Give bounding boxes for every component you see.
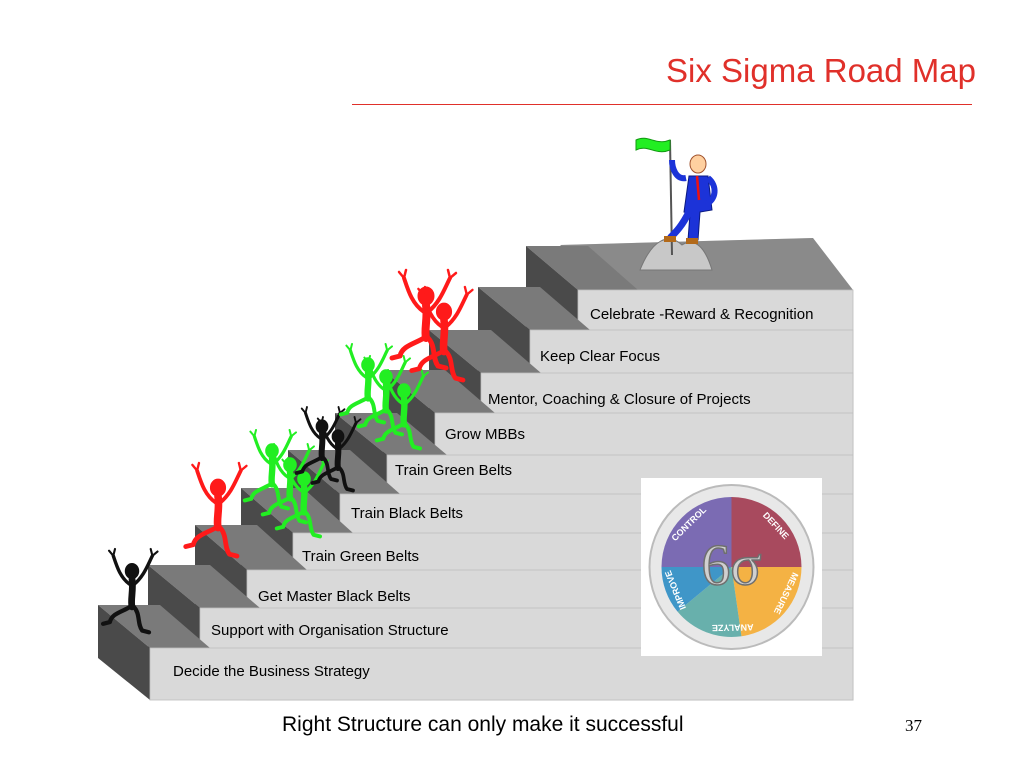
step-label: Grow MBBs xyxy=(445,426,526,443)
step-label: Support with Organisation Structure xyxy=(211,622,449,639)
badge-segment xyxy=(677,567,742,637)
badge-center-text: 6σ xyxy=(701,532,761,597)
stair-tread xyxy=(98,605,210,648)
step-label: Mentor, Coaching & Closure of Projects xyxy=(488,391,751,408)
stair-tread xyxy=(478,287,590,330)
stick-figure-icon xyxy=(409,285,474,383)
stair-tread xyxy=(383,370,495,413)
stair-side xyxy=(98,605,150,700)
step-label: Keep Clear Focus xyxy=(540,348,661,365)
badge-segment xyxy=(661,567,732,612)
stair-tread xyxy=(429,330,541,373)
stair-riser xyxy=(149,647,854,701)
badge-segment xyxy=(731,497,802,567)
stick-figure-icon xyxy=(274,456,330,539)
title-underline xyxy=(352,104,972,105)
stair-tread xyxy=(526,246,638,290)
badge-segment-label: ANALYZE xyxy=(712,622,754,633)
badge-segment xyxy=(731,567,802,637)
step-label: Celebrate -Reward & Recognition xyxy=(590,306,814,323)
stick-figure-icon xyxy=(338,342,394,425)
businessman-flag-icon xyxy=(635,137,718,271)
stick-figure-icon xyxy=(389,268,458,371)
stick-figure-icon xyxy=(374,368,430,451)
step-label: Get Master Black Belts xyxy=(258,588,411,605)
stick-figure-icon xyxy=(100,547,159,635)
badge-segment xyxy=(661,497,732,567)
step-label: Decide the Business Strategy xyxy=(173,663,370,680)
climbing-figures xyxy=(100,137,718,635)
stick-figure-icon xyxy=(183,461,248,559)
slide-caption: Right Structure can only make it success… xyxy=(282,713,684,736)
stair-tread xyxy=(148,565,260,608)
step-label: Train Black Belts xyxy=(351,505,463,522)
stick-figure-icon xyxy=(310,416,362,493)
step-label: Train Green Belts xyxy=(302,548,419,565)
step-label: Train Green Belts xyxy=(395,462,512,479)
page-number: 37 xyxy=(905,716,922,735)
stick-figure-icon xyxy=(294,406,346,483)
page-title: Six Sigma Road Map xyxy=(666,52,976,89)
